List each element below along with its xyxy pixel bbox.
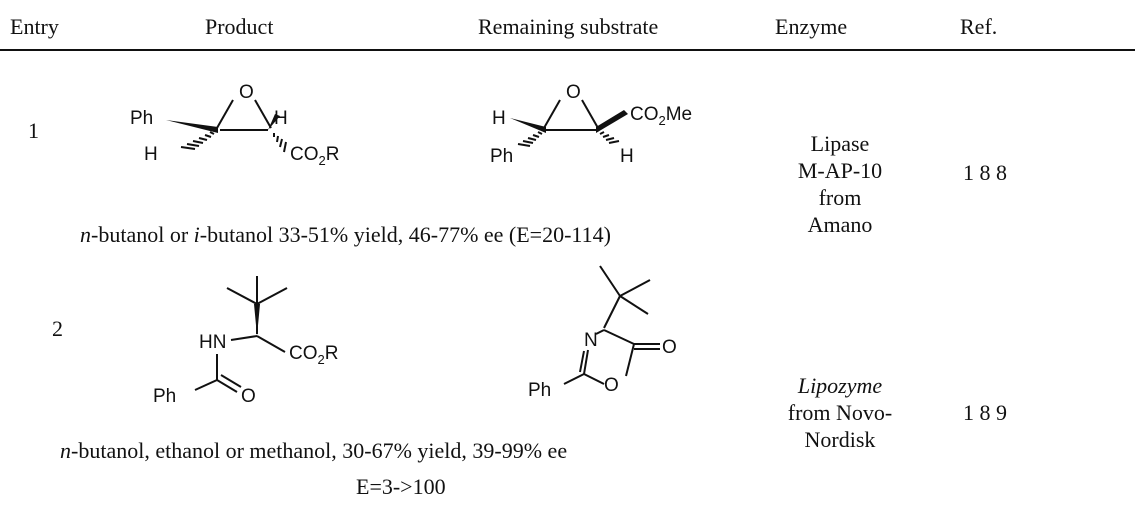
enzyme-line: Lipozyme	[797, 373, 883, 398]
atom-o: O	[239, 82, 254, 103]
row1-enzyme: Lipase M-AP-10 from Amano	[775, 130, 905, 238]
row1-product-structure: O Ph H H CO2R	[130, 82, 339, 168]
atom-h-left: H	[492, 108, 506, 129]
row2-entry: 2	[52, 316, 63, 341]
enzyme-line: Amano	[807, 212, 873, 237]
row2-enzyme: Lipozyme from Novo- Nordisk	[775, 372, 905, 453]
header-entry: Entry	[10, 14, 59, 39]
row1-substrate-structure: O H CO2Me Ph H	[490, 82, 692, 167]
atom-ph: Ph	[153, 386, 176, 407]
atom-o: O	[241, 386, 256, 407]
enzyme-line: M-AP-10	[797, 158, 883, 183]
header-enzyme: Enzyme	[775, 14, 848, 39]
enzyme-line: from	[818, 185, 862, 210]
atom-co2r: CO2R	[289, 343, 338, 367]
row1-ref: 1 8 8	[963, 160, 1007, 185]
atom-o-carbonyl: O	[662, 337, 677, 358]
atom-ph: Ph	[490, 146, 513, 167]
enzyme-line: Nordisk	[804, 427, 876, 452]
row2-conditions: n-butanol, ethanol or methanol, 30-67% y…	[60, 438, 568, 463]
atom-h-right: H	[620, 146, 634, 167]
header-product: Product	[205, 14, 274, 39]
enzyme-line: from Novo-	[787, 400, 893, 425]
header-ref: Ref.	[960, 14, 998, 39]
row2-substrate-structure: N O O Ph	[528, 265, 677, 401]
atom-o-ring: O	[604, 375, 619, 396]
atom-hn: HN	[199, 332, 226, 353]
row2-conditions-line2: E=3->100	[356, 474, 446, 499]
atom-ph: Ph	[130, 108, 153, 129]
atom-h-left: H	[144, 144, 158, 165]
atom-co2r: CO2R	[290, 144, 339, 168]
header-rule	[0, 49, 1135, 51]
atom-co2me: CO2Me	[630, 104, 692, 128]
row1-entry: 1	[28, 118, 39, 143]
row2-product-structure: HN CO2R Ph O	[153, 276, 338, 407]
atom-o: O	[566, 82, 581, 103]
row1-conditions: n-butanol or i-butanol 33-51% yield, 46-…	[80, 222, 611, 247]
header-remaining-substrate: Remaining substrate	[478, 14, 659, 39]
atom-n: N	[584, 330, 598, 351]
enzyme-line: Lipase	[810, 131, 870, 156]
atom-h-right: H	[274, 108, 288, 129]
atom-ph: Ph	[528, 380, 551, 401]
row2-ref: 1 8 9	[963, 400, 1007, 425]
